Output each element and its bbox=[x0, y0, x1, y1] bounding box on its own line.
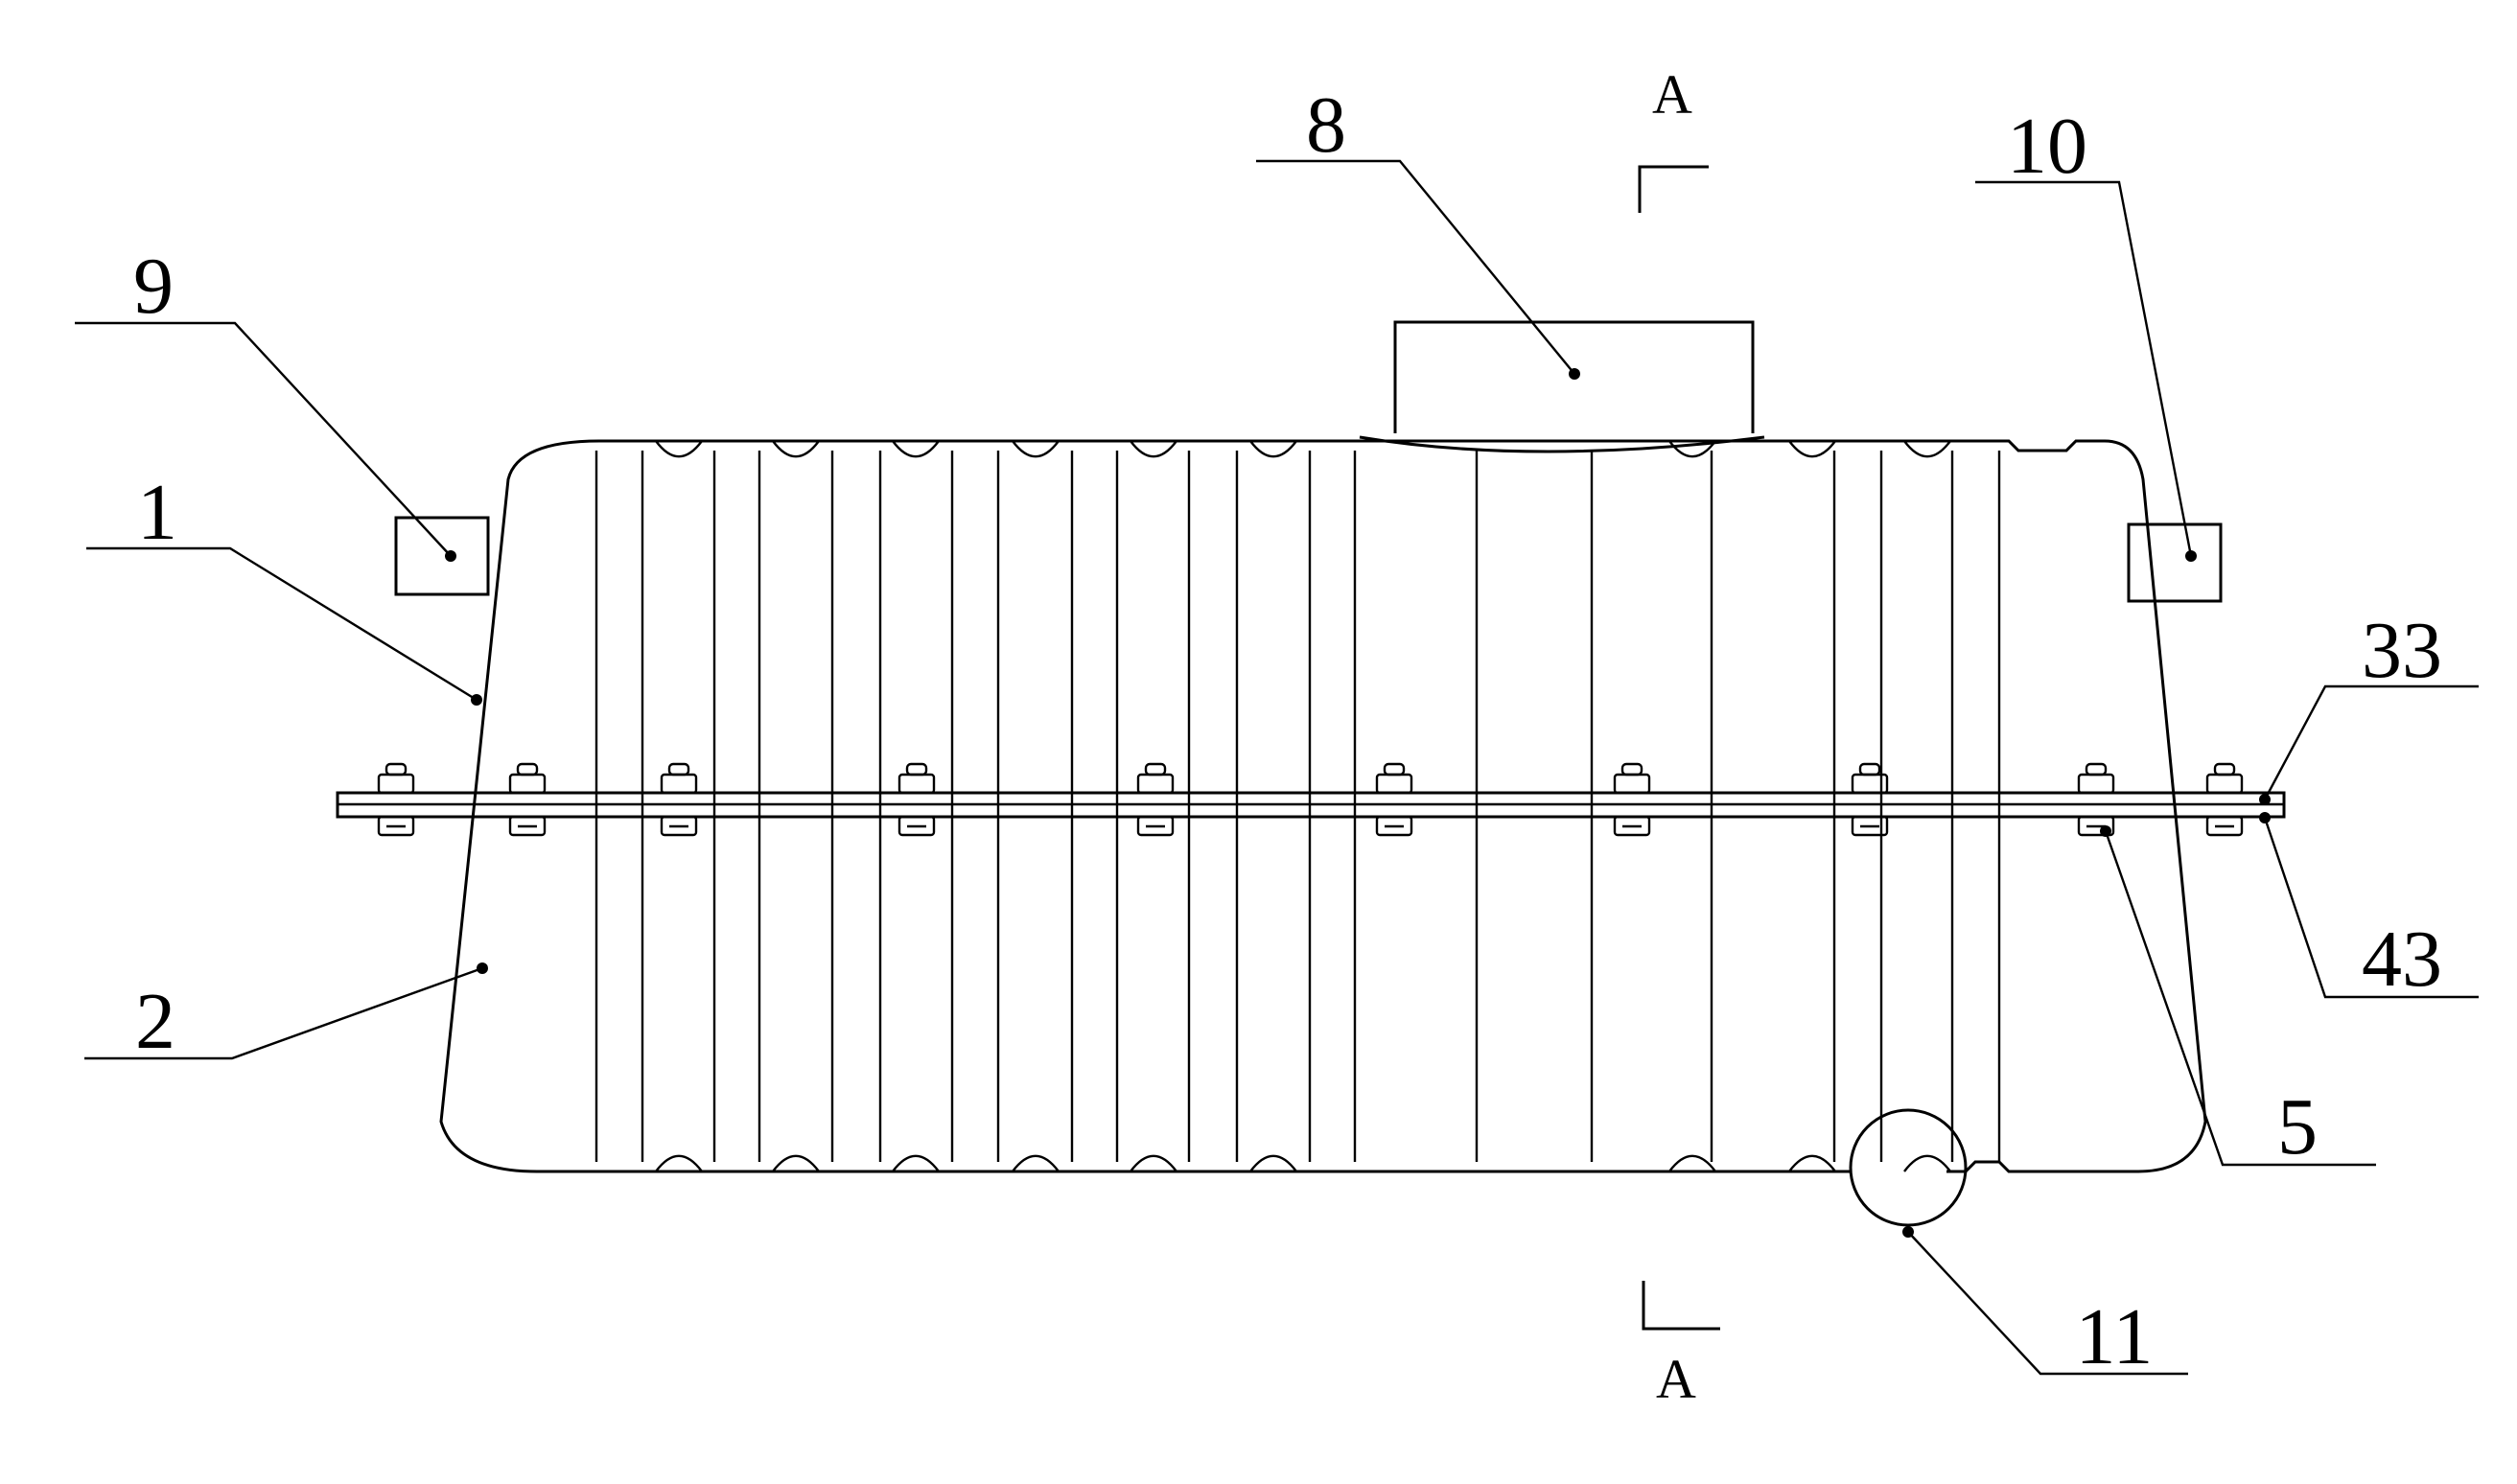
bolt bbox=[1613, 762, 1651, 837]
rib-scallop bbox=[1788, 1154, 1836, 1172]
bolt bbox=[2077, 762, 2115, 837]
tank-outline-left bbox=[439, 439, 600, 1173]
callout-label-8: 8 bbox=[1306, 81, 1346, 170]
rib-scallop bbox=[892, 440, 940, 458]
rib-scallop bbox=[1012, 1154, 1060, 1172]
callout-label-9: 9 bbox=[133, 242, 174, 331]
callout-label-10: 10 bbox=[2007, 102, 2087, 191]
rib-scallop bbox=[1788, 440, 1836, 458]
rib-scallop bbox=[1012, 440, 1060, 458]
bolt bbox=[897, 762, 936, 837]
rib-scallop bbox=[1903, 1154, 1951, 1172]
rib-scallop bbox=[892, 1154, 940, 1172]
tank-outline-right bbox=[1352, 439, 2207, 1173]
section-label-top: A bbox=[1652, 63, 1692, 126]
hatch-saddle bbox=[1359, 435, 1765, 453]
tank-body bbox=[439, 435, 2207, 1173]
callout-label-2: 2 bbox=[135, 977, 175, 1066]
rib-scallop bbox=[1249, 1154, 1297, 1172]
detail-circle bbox=[1849, 1108, 1968, 1227]
callout-label-1: 1 bbox=[137, 468, 177, 557]
bolt bbox=[1375, 762, 1413, 837]
rib-scallop bbox=[1130, 440, 1177, 458]
bolt bbox=[660, 762, 698, 837]
callout-label-5: 5 bbox=[2277, 1082, 2318, 1171]
leader-lines bbox=[75, 159, 2479, 1376]
left-mounting-lug bbox=[394, 516, 490, 596]
connecting-rail bbox=[336, 791, 2286, 819]
bolt bbox=[377, 762, 415, 837]
callout-label-33: 33 bbox=[2362, 606, 2442, 695]
callout-label-11: 11 bbox=[2076, 1292, 2154, 1381]
callout-label-43: 43 bbox=[2362, 915, 2442, 1004]
corrugation-ribs bbox=[594, 440, 2001, 1172]
bolt bbox=[1851, 762, 1889, 837]
hatch-block bbox=[1393, 320, 1755, 433]
right-mounting-lug bbox=[2127, 522, 2223, 603]
bolt bbox=[508, 762, 547, 837]
bolt bbox=[2205, 762, 2244, 837]
rib-scallop bbox=[1249, 440, 1297, 458]
rib-scallop bbox=[1668, 1154, 1716, 1172]
bolt bbox=[1136, 762, 1175, 837]
rib-scallop bbox=[655, 440, 703, 458]
rib-scallop bbox=[772, 1154, 820, 1172]
rib-scallop bbox=[1130, 1154, 1177, 1172]
rib-scallop bbox=[655, 1154, 703, 1172]
rib-scallop bbox=[1668, 440, 1716, 458]
rib-scallop bbox=[772, 440, 820, 458]
rib-scallop bbox=[1903, 440, 1951, 458]
section-marker-bottom: A bbox=[1642, 1281, 1720, 1410]
section-marker-top: A bbox=[1638, 63, 1709, 213]
section-label-bottom: A bbox=[1656, 1348, 1696, 1410]
bolt-row bbox=[377, 762, 2244, 837]
